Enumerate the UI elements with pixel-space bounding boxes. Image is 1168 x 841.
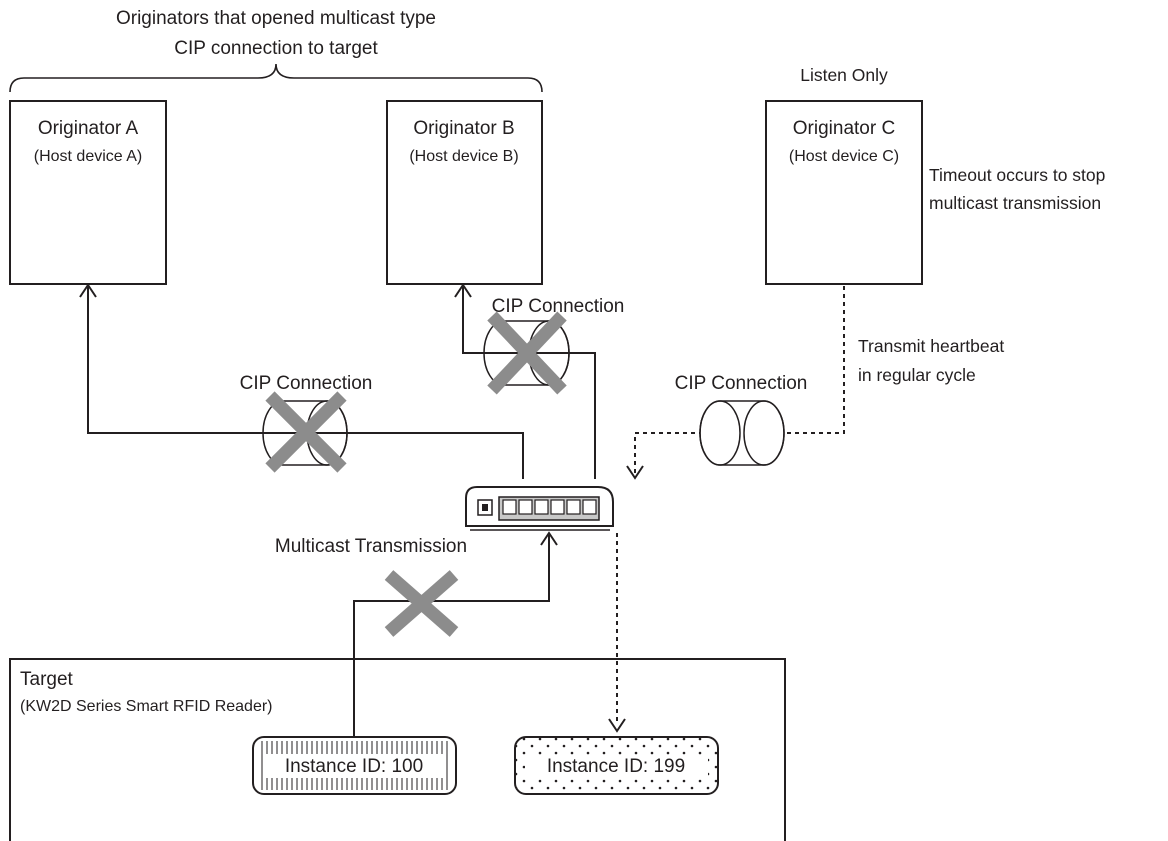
originator-b-subtitle: (Host device B) [409,148,518,165]
arrowhead-instance-199 [608,718,626,733]
heartbeat-note-line-1: Transmit heartbeat [858,336,1004,356]
header-line-1: Originators that opened multicast type [116,8,436,29]
originator-b-box: Originator B (Host device B) [386,100,543,285]
cip-connection-a-label: CIP Connection [240,373,373,394]
target-title: Target [20,669,74,690]
originators-brace [9,63,543,93]
arrowhead-originator-a [79,283,97,298]
target-box [9,658,786,841]
instance-100-box: Instance ID: 100 [252,736,457,795]
network-switch-icon [465,486,614,531]
originator-a-box: Originator A (Host device A) [9,100,167,285]
disconnected-cross-a [265,391,347,473]
target-subtitle: (KW2D Series Smart RFID Reader) [20,698,273,715]
multicast-line [353,535,550,737]
multicast-transmission-label: Multicast Transmission [275,536,467,557]
disconnected-cross-multicast [384,570,459,637]
originator-c-subtitle: (Host device C) [789,148,899,165]
originator-c-title: Originator C [793,118,895,139]
timeout-note-line-1: Timeout occurs to stop [929,165,1105,185]
originator-a-title: Originator A [38,118,139,139]
header-line-2: CIP connection to target [174,38,378,59]
timeout-note-line-2: multicast transmission [929,193,1101,213]
instance-100-label: Instance ID: 100 [285,756,423,777]
disconnected-cross-b [487,311,567,395]
arrowhead-originator-b [454,283,472,298]
heartbeat-note-line-2: in regular cycle [858,365,976,385]
arrowhead-switch-heartbeat [626,465,644,480]
listen-only-label: Listen Only [800,65,888,85]
originator-c-box: Originator C (Host device C) [765,100,923,285]
cip-cylinder-c [699,400,785,466]
arrowhead-switch-multicast [540,531,558,546]
cip-connection-b-label: CIP Connection [492,296,625,317]
instance-199-label: Instance ID: 199 [547,756,685,777]
instance-199-box: Instance ID: 199 [514,736,719,795]
originator-a-subtitle: (Host device A) [34,148,142,165]
cip-connection-c-label: CIP Connection [675,373,808,394]
originator-b-title: Originator B [413,118,514,139]
